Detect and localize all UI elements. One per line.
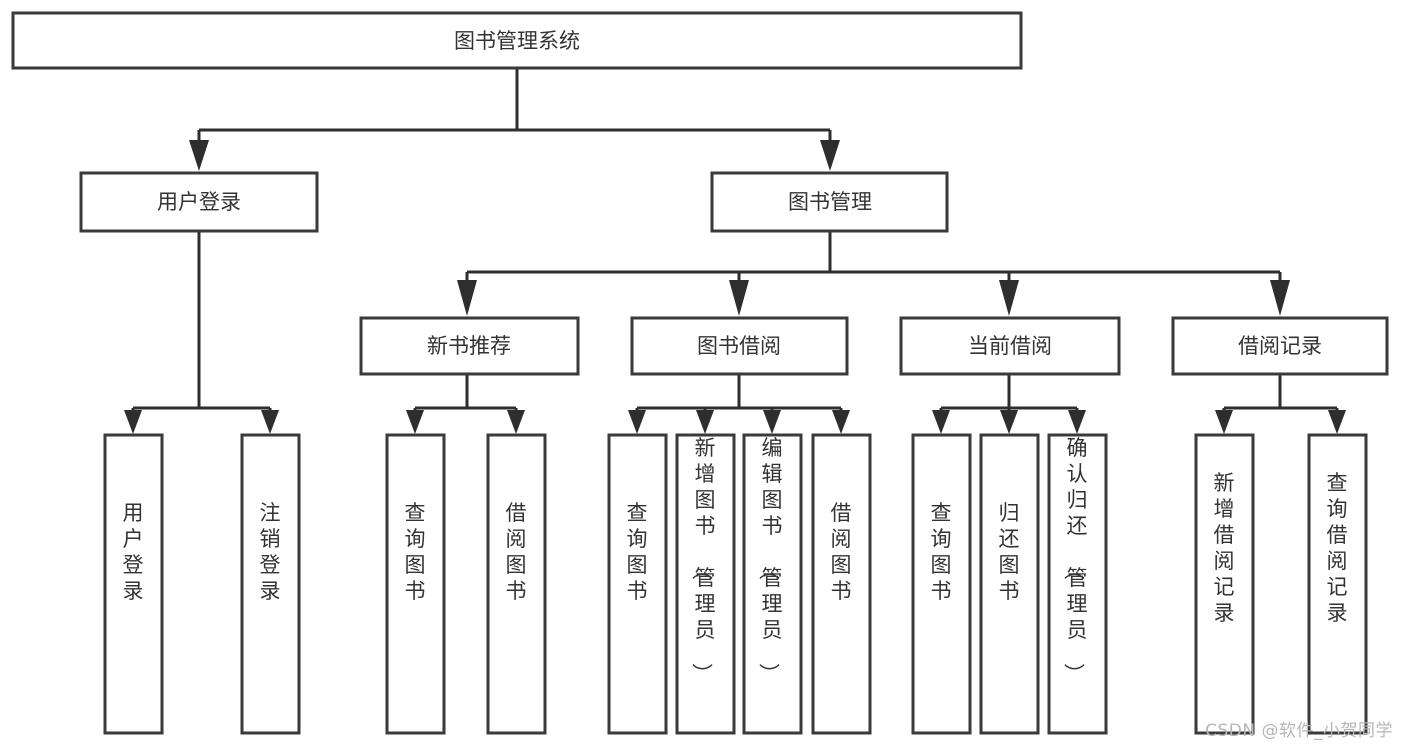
node-user-login-label: 用户登录 <box>157 190 241 214</box>
node-root-box[interactable] <box>11 11 1023 70</box>
arrowhead-bookborrow-leaf-3 <box>763 410 781 434</box>
arrowhead-bookborrow-leaf-1 <box>628 410 646 434</box>
node-current-borrow-box[interactable] <box>899 316 1121 376</box>
leaf-logout-box[interactable] <box>240 433 301 735</box>
arrowhead-leaf-logout <box>261 410 279 434</box>
arrowhead-book-manage <box>820 140 840 171</box>
leaf-newbook-borrow-book[interactable]: 借阅图书 <box>486 433 547 735</box>
arrowhead-currentborrow-leaf-2 <box>1000 410 1018 434</box>
leaf-borrowrecord-query-record-box[interactable] <box>1307 433 1368 735</box>
leaf-currentborrow-query-book-box[interactable] <box>911 433 972 735</box>
arrowhead-newbook-leaf-2 <box>507 410 525 434</box>
leaf-currentborrow-return-book-label: 归还图书 <box>999 501 1020 603</box>
leaf-currentborrow-query-book-label: 查询图书 <box>931 501 952 603</box>
leaf-bookborrow-query-book-label: 查询图书 <box>627 501 648 603</box>
leaf-bookborrow-edit-book-label: 编辑图书（管理员） <box>757 436 783 684</box>
leaf-newbook-borrow-book-label: 借阅图书 <box>506 501 527 603</box>
arrowhead-currentborrow-leaf-1 <box>932 410 950 434</box>
node-user-login-box[interactable] <box>79 171 319 233</box>
arrowhead-user-login <box>189 140 209 171</box>
arrowhead-currentborrow-leaf-3 <box>1068 410 1086 434</box>
leaf-user-login-box[interactable] <box>103 433 164 735</box>
leaf-bookborrow-borrow-book[interactable]: 借阅图书 <box>811 433 872 735</box>
node-current-borrow[interactable]: 当前借阅 <box>899 316 1121 376</box>
leaf-currentborrow-return-book[interactable]: 归还图书 <box>979 433 1040 735</box>
leaf-currentborrow-confirm-return[interactable]: 确认归还（管理员） <box>1047 433 1108 735</box>
leaf-bookborrow-edit-book-box[interactable] <box>742 433 803 735</box>
node-book-borrow-box[interactable] <box>630 316 849 376</box>
node-borrow-record-box[interactable] <box>1171 316 1389 376</box>
leaf-bookborrow-query-book[interactable]: 查询图书 <box>607 433 668 735</box>
leaf-borrowrecord-query-record-label: 查询借阅记录 <box>1327 471 1348 625</box>
leaf-currentborrow-confirm-return-label: 确认归还（管理员） <box>1062 436 1088 684</box>
node-user-login[interactable]: 用户登录 <box>79 171 319 233</box>
node-root[interactable]: 图书管理系统 <box>11 11 1023 70</box>
node-book-borrow-label: 图书借阅 <box>697 334 781 358</box>
node-book-borrow[interactable]: 图书借阅 <box>630 316 849 376</box>
node-new-book-recommend[interactable]: 新书推荐 <box>359 316 580 376</box>
node-borrow-record[interactable]: 借阅记录 <box>1171 316 1389 376</box>
leaf-newbook-query-book-box[interactable] <box>385 433 446 735</box>
arrowhead-borrowrecord-leaf-2 <box>1328 410 1346 434</box>
leaf-currentborrow-return-book-box[interactable] <box>979 433 1040 735</box>
node-book-manage-box[interactable] <box>710 171 949 233</box>
leaf-bookborrow-add-book[interactable]: 新增图书（管理员） <box>675 433 736 735</box>
arrowhead-borrowrecord-leaf-1 <box>1215 410 1233 434</box>
connector-layer <box>124 68 1346 434</box>
leaf-borrowrecord-add-record-label: 新增借阅记录 <box>1214 471 1235 625</box>
leaf-newbook-query-book-label: 查询图书 <box>405 501 426 603</box>
leaf-logout-label: 注销登录 <box>260 501 281 603</box>
arrowhead-newbook-leaf-1 <box>406 410 424 434</box>
arrowhead-book-borrow <box>729 280 749 316</box>
leaf-user-login-label: 用户登录 <box>123 501 144 603</box>
node-borrow-record-label: 借阅记录 <box>1238 334 1322 358</box>
leaf-logout[interactable]: 注销登录 <box>240 433 301 735</box>
leaf-user-login[interactable]: 用户登录 <box>103 433 164 735</box>
leaf-currentborrow-confirm-return-box[interactable] <box>1047 433 1108 735</box>
leaf-borrowrecord-add-record[interactable]: 新增借阅记录 <box>1194 433 1255 735</box>
node-new-book-recommend-label: 新书推荐 <box>427 334 511 358</box>
arrowhead-bookborrow-leaf-4 <box>832 410 850 434</box>
leaf-bookborrow-borrow-book-box[interactable] <box>811 433 872 735</box>
leaf-bookborrow-add-book-box[interactable] <box>675 433 736 735</box>
node-current-borrow-label: 当前借阅 <box>968 334 1052 358</box>
leaf-bookborrow-edit-book[interactable]: 编辑图书（管理员） <box>742 433 803 735</box>
node-book-manage[interactable]: 图书管理 <box>710 171 949 233</box>
leaf-newbook-borrow-book-box[interactable] <box>486 433 547 735</box>
node-root-label: 图书管理系统 <box>454 29 580 53</box>
leaf-borrowrecord-add-record-box[interactable] <box>1194 433 1255 735</box>
leaf-bookborrow-add-book-label: 新增图书（管理员） <box>690 436 716 684</box>
arrowhead-borrow-record <box>1270 280 1290 316</box>
arrowhead-leaf-user-login <box>124 410 142 434</box>
leaf-bookborrow-borrow-book-label: 借阅图书 <box>831 501 852 603</box>
node-new-book-recommend-box[interactable] <box>359 316 580 376</box>
arrowhead-bookborrow-leaf-2 <box>696 410 714 434</box>
leaf-borrowrecord-query-record[interactable]: 查询借阅记录 <box>1307 433 1368 735</box>
node-book-manage-label: 图书管理 <box>788 190 872 214</box>
leaf-bookborrow-query-book-box[interactable] <box>607 433 668 735</box>
leaf-newbook-query-book[interactable]: 查询图书 <box>385 433 446 735</box>
arrowhead-new-book <box>457 280 477 316</box>
leaf-currentborrow-query-book[interactable]: 查询图书 <box>911 433 972 735</box>
arrowhead-current-borrow <box>999 280 1019 316</box>
